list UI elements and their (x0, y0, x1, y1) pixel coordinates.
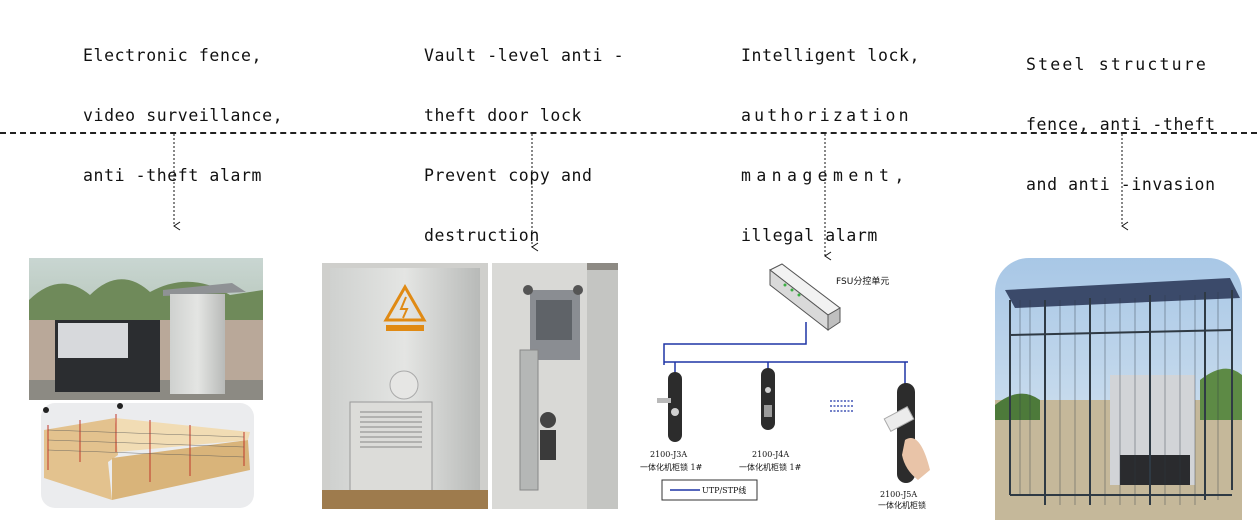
photo-steel-cage (995, 258, 1242, 520)
caption-steel-fence: Steel structure fence, anti -theft and a… (1026, 15, 1216, 215)
lock-3: 2100-J5A 一体化机柜锁 (878, 383, 930, 510)
caption-line: authorization (741, 106, 912, 125)
fsu-label: FSU分控单元 (836, 275, 889, 287)
lock-1-desc: 一体化机柜锁 1# (640, 462, 703, 472)
legend-box: UTP/STP线 (661, 479, 758, 501)
caption-line: management, (741, 166, 910, 185)
photo-outdoor-cabinet (322, 263, 488, 509)
lock-1-model: 2100-J3A (650, 450, 687, 459)
caption-line: and anti -invasion (1026, 175, 1216, 194)
caption-line: theft door lock (424, 106, 583, 125)
lock-2-model: 2100-J4A (752, 450, 789, 459)
caption-line: illegal alarm (741, 226, 878, 245)
photo-vault-door (492, 263, 618, 509)
fsu-unit: FSU分控单元 (769, 263, 889, 332)
lock-3-desc: 一体化机柜锁 (878, 500, 926, 510)
lock-3-model: 2100-J5A (880, 490, 917, 499)
lock-2: 2100-J4A 一体化机柜锁 1# (739, 368, 802, 472)
caption-line: Electronic fence, (83, 46, 263, 65)
caption-line: video surveillance, (83, 106, 284, 125)
caption-intelligent-lock: Intelligent lock, authorization manageme… (741, 6, 920, 266)
photo-electronic-fence (41, 403, 254, 508)
caption-line: Steel structure (1026, 55, 1209, 74)
ellipsis (830, 400, 853, 412)
caption-line: destruction (424, 226, 540, 245)
lock-1: 2100-J3A 一体化机柜锁 1# (640, 372, 703, 472)
lock-network-diagram: FSU分控单元 2100-J3A 一体化机柜锁 1# 2100-J4A 一体化机… (640, 263, 930, 510)
caption-line: Prevent copy and (424, 166, 593, 185)
lock-2-desc: 一体化机柜锁 1# (739, 462, 802, 472)
network-lines (663, 322, 908, 388)
legend-label: UTP/STP线 (702, 485, 746, 495)
caption-line: fence, anti -theft (1026, 115, 1216, 134)
photo-generator-site (29, 258, 263, 400)
caption-line: Vault -level anti - (424, 46, 625, 65)
caption-line: anti -theft alarm (83, 166, 263, 185)
dashed-divider (0, 132, 1257, 134)
caption-line: Intelligent lock, (741, 46, 921, 65)
caption-electronic-fence: Electronic fence, video surveillance, an… (83, 6, 283, 206)
caption-vault-lock: Vault -level anti - theft door lock Prev… (424, 6, 624, 266)
